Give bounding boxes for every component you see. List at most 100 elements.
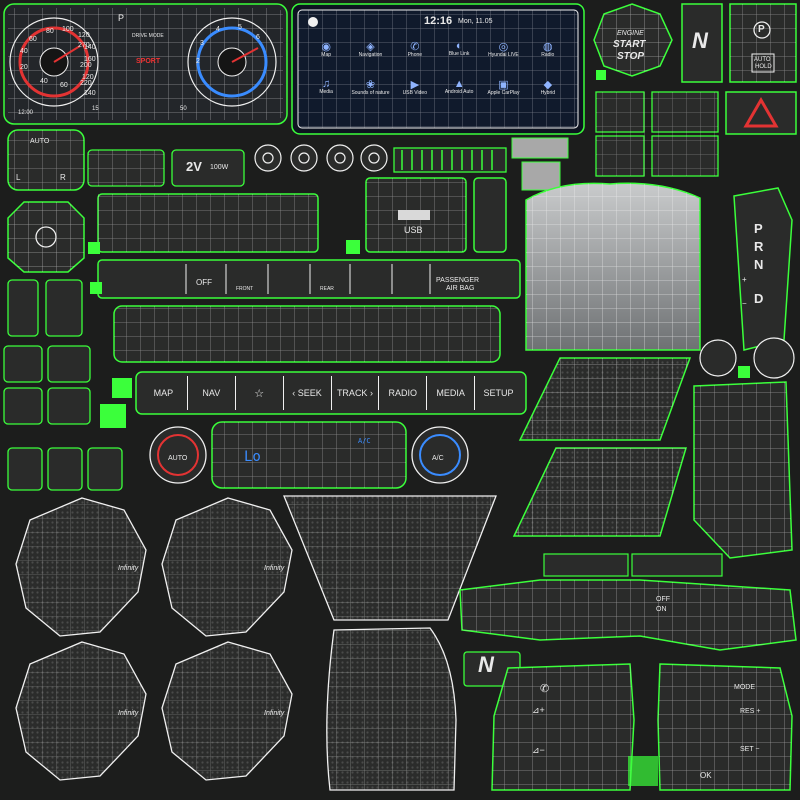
- airbag-line2: AIR BAG: [446, 285, 475, 292]
- app-bluelink[interactable]: ◐Blue Link: [437, 40, 481, 58]
- app-android-auto[interactable]: ▲Android Auto: [437, 78, 481, 96]
- round-knob-row: [254, 144, 388, 172]
- brand-logo-lower: N: [478, 652, 494, 677]
- usb-label: USB: [404, 225, 423, 235]
- vent-speck-1: [112, 378, 132, 398]
- speaker-grille-1: [15, 497, 147, 637]
- steer-left-vol-down: ⊿−: [532, 745, 545, 755]
- cluster-tick-120: 120: [78, 32, 90, 39]
- app-hybrid[interactable]: ◆Hybrid: [526, 78, 570, 96]
- hvac-front: FRONT: [236, 286, 254, 292]
- speaker-knob-small-1: [699, 339, 737, 377]
- cluster-tick-60: 60: [29, 36, 37, 43]
- map-icon: ◉: [321, 41, 331, 53]
- cruise-on: ON: [656, 606, 667, 613]
- steer-left-phone: ✆: [540, 683, 550, 695]
- gear-lever-strip: [733, 187, 793, 351]
- speaker-brand-1: Infinity: [118, 565, 139, 572]
- info-date: Mon, 11.05: [458, 18, 493, 25]
- gear-r: R: [754, 239, 764, 254]
- cluster-tick-100: 100: [62, 26, 74, 33]
- steering-switch-right: [657, 663, 793, 791]
- climate-top-left: L: [16, 173, 21, 182]
- media-btn-radio[interactable]: RADIO: [379, 376, 428, 410]
- cluster-clock: 12:00: [18, 110, 34, 116]
- app-map[interactable]: ◉Map: [304, 40, 348, 58]
- steer-right-mode: MODE: [734, 684, 755, 691]
- parking-p: P: [758, 24, 765, 35]
- speaker-grille-2: [161, 497, 293, 637]
- speaker-grille-4: [161, 641, 293, 781]
- climate-display-lo: Lo: [244, 449, 261, 465]
- info-clock: 12:16: [424, 15, 453, 27]
- steering-switch-upper: [459, 553, 797, 651]
- cluster-tick-80: 80: [46, 28, 54, 35]
- video-icon: ▶: [410, 79, 420, 91]
- climate-top-right: R: [60, 173, 66, 182]
- phone-icon: ✆: [410, 41, 420, 53]
- cluster-inner-220: 220: [80, 80, 92, 87]
- seat-heat-buttons: [97, 193, 319, 253]
- media-btn-nav[interactable]: NAV: [188, 376, 236, 410]
- gear-n: N: [754, 257, 764, 272]
- start-stop-line2: START: [613, 39, 646, 50]
- hvac-off: OFF: [196, 278, 212, 287]
- airbag-line1: PASSENGER: [436, 277, 480, 284]
- media-btn-track[interactable]: TRACK ›: [332, 376, 380, 410]
- slat-strip: [393, 147, 507, 173]
- radio-icon: ◍: [542, 41, 553, 53]
- cluster-inner-270: 270: [78, 42, 90, 49]
- cluster-tick-160: 160: [84, 56, 96, 63]
- app-media[interactable]: ♫Media: [304, 78, 348, 96]
- app-usb-video[interactable]: ▶USB Video: [393, 78, 437, 96]
- rpm-tick-5: 5: [238, 24, 242, 31]
- cluster-inner-140: 140: [84, 90, 96, 97]
- media-btn-media[interactable]: MEDIA: [427, 376, 476, 410]
- cruise-off: OFF: [656, 596, 670, 603]
- media-buttons: MAP NAV ☆ ‹ SEEK TRACK › RADIO MEDIA SET…: [140, 376, 522, 410]
- speaker-grille-3: [15, 641, 147, 781]
- usb-port-panel: [365, 177, 467, 253]
- nature-icon: ❀: [365, 79, 376, 91]
- steer-right-set: SET −: [740, 746, 760, 753]
- info-row-2: ♫Media ❀Sounds of nature ▶USB Video ▲And…: [304, 78, 570, 96]
- drive-mode-label: DRIVE MODE: [132, 33, 164, 39]
- climate-ac-knob: A/C: [432, 455, 444, 462]
- media-btn-seek[interactable]: ‹ SEEK: [284, 376, 332, 410]
- bluelink-icon: ◐: [455, 40, 463, 52]
- charger-amp: 100W: [210, 164, 229, 171]
- gear-indicator: P: [118, 13, 125, 23]
- cluster-inner-60: 60: [60, 82, 68, 89]
- start-stop-line3: STOP: [617, 51, 645, 62]
- app-navigation[interactable]: ◈Navigation: [348, 40, 392, 58]
- vent-grille-upper: [518, 357, 692, 441]
- cluster-inner-120: 120: [82, 74, 94, 81]
- infotainment-screen: [291, 3, 585, 135]
- android-icon: ▲: [453, 78, 465, 90]
- auto-hold-2: HOLD: [755, 64, 772, 70]
- media-btn-fav[interactable]: ☆: [236, 376, 284, 410]
- seat-control-panel: [693, 381, 793, 559]
- media-btn-map[interactable]: MAP: [140, 376, 188, 410]
- speaker-brand-4: Infinity: [264, 710, 285, 717]
- climate-auto-knob: AUTO: [168, 455, 188, 462]
- charger-voltage: 2V: [186, 159, 202, 174]
- speaker-brand-2: Infinity: [264, 565, 285, 572]
- app-hyundai-live[interactable]: ◎Hyundai LIVE: [481, 40, 525, 58]
- app-radio[interactable]: ◍Radio: [526, 40, 570, 58]
- app-phone[interactable]: ✆Phone: [393, 40, 437, 58]
- brand-logo-top: N: [692, 28, 708, 53]
- rpm-tick-2: 2: [196, 58, 200, 65]
- auto-hold-1: AUTO: [754, 57, 771, 63]
- app-carplay[interactable]: ▣Apple CarPlay: [481, 78, 525, 96]
- drive-mode-value: SPORT: [136, 58, 161, 65]
- climate-top-auto: AUTO: [30, 138, 50, 145]
- media-btn-setup[interactable]: SETUP: [483, 388, 514, 398]
- hvac-control-strip: [97, 259, 521, 299]
- steer-right-res: RES +: [740, 708, 761, 715]
- app-sounds[interactable]: ❀Sounds of nature: [348, 78, 392, 96]
- window-switch-column: [3, 279, 123, 491]
- navigation-icon: ◈: [366, 41, 375, 53]
- wireless-charger: [473, 177, 507, 253]
- media-icon: ♫: [322, 78, 331, 90]
